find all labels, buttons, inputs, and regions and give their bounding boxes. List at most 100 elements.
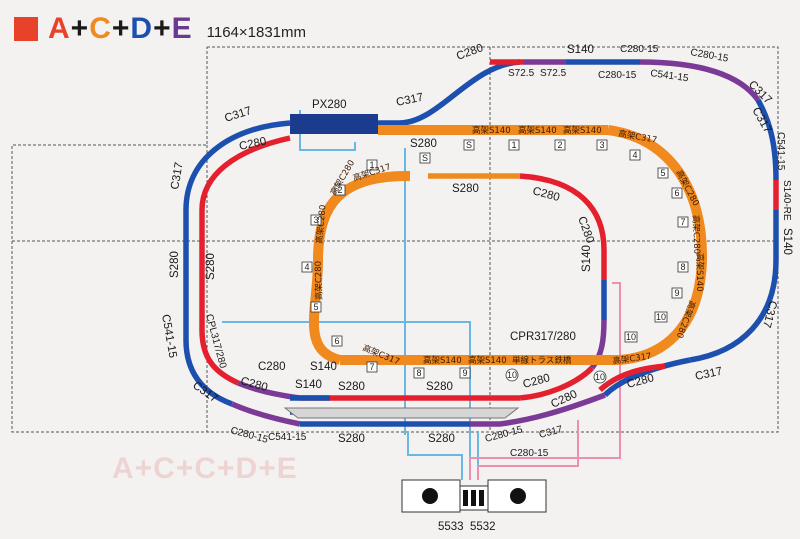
label-c317: C317 xyxy=(538,424,564,441)
label-cpr317: CPR317/280 xyxy=(510,331,576,343)
pier-number: 6 xyxy=(335,336,340,346)
title-letter: E xyxy=(171,12,193,45)
pier-number: 7 xyxy=(681,217,686,227)
pier-number: 4 xyxy=(305,262,310,272)
label-c317: C317 xyxy=(223,105,253,125)
label-s72-5: S72.5 xyxy=(508,68,535,79)
pier-number: 9 xyxy=(675,288,680,298)
label-s280: S280 xyxy=(169,251,181,278)
label-px280: PX280 xyxy=(312,99,347,111)
label-c280: C280 xyxy=(522,372,552,391)
label-c317: C317 xyxy=(190,380,219,406)
pier-number: 1 xyxy=(370,160,375,170)
track-inner-bottom-to-cpr xyxy=(519,366,594,401)
label-c280: C280 xyxy=(531,185,561,204)
title-letter: A xyxy=(48,12,71,45)
board-outline xyxy=(11,46,779,433)
label-elevated-c280: 高架C280 xyxy=(674,299,698,340)
toggle-switch-icon[interactable] xyxy=(471,490,476,506)
elevated-track xyxy=(309,125,708,365)
label-s280: S280 xyxy=(205,253,217,280)
label-s280: S280 xyxy=(428,433,455,445)
label-s140: S140 xyxy=(567,44,594,56)
pier-number: 3 xyxy=(600,140,605,150)
controller-label-left: 5533 xyxy=(438,521,464,533)
controller-left-knob-icon[interactable] xyxy=(422,488,438,504)
px280-crossing xyxy=(290,114,378,134)
pier-markers: 1 1 2 2 3 3 4 4 5 5 6 6 7 7 xyxy=(301,139,689,384)
faded-reverse-title: A+C+C+D+E xyxy=(112,452,298,485)
wire-light-blue-c xyxy=(222,321,471,480)
label-c280-15: C280-15 xyxy=(229,425,269,446)
pier-number: 5 xyxy=(661,168,666,178)
pier-number: 1 xyxy=(512,140,517,150)
label-c541-15: C541-15 xyxy=(159,313,178,359)
label-c280: C280 xyxy=(575,215,596,245)
truss-bridge xyxy=(283,407,520,419)
title-letter: + xyxy=(111,12,131,45)
track-outer-bottom-right xyxy=(603,357,691,398)
label-s140-re: S140-RE xyxy=(781,180,792,221)
title-letter: + xyxy=(70,12,90,45)
wire-light-blue-d xyxy=(407,432,463,480)
pier-number: 8 xyxy=(417,368,422,378)
pier-number: 8 xyxy=(681,262,686,272)
label-c541-15: C541-15 xyxy=(775,132,786,171)
pier-number: 10 xyxy=(626,332,636,342)
label-elevated-s140: 高架S140 xyxy=(518,125,557,136)
power-controllers: 5533 5532 xyxy=(401,479,547,533)
label-elevated-s140: 高架S140 xyxy=(423,355,462,366)
track-right-lower-red xyxy=(598,363,666,393)
label-s140: S140 xyxy=(310,361,337,373)
pier-number: 3 xyxy=(314,215,319,225)
track-segments xyxy=(183,59,779,427)
label-s280: S280 xyxy=(338,433,365,445)
pier-number: 9 xyxy=(463,368,468,378)
title-letter: C xyxy=(89,12,112,45)
label-c541-15: C541-15 xyxy=(268,432,307,443)
track-outer-px-curve xyxy=(378,59,521,126)
label-c280-15: C280-15 xyxy=(620,44,659,55)
toggle-switch-icon[interactable] xyxy=(463,490,468,506)
title-bar: A+C+D+E 1164×1831mm xyxy=(14,12,306,46)
elevated-left-curve xyxy=(309,170,411,365)
track-outer-right-top xyxy=(755,98,779,181)
track-inner-right-red xyxy=(519,173,607,280)
wiring xyxy=(222,110,621,480)
track-outer-top-left xyxy=(183,120,291,258)
title-letter: D xyxy=(130,12,154,45)
label-elevated-s140: 高架S140 xyxy=(563,125,602,136)
label-c317: C317 xyxy=(395,91,424,108)
label-s280: S280 xyxy=(452,183,479,195)
elevated-right-curve xyxy=(607,125,708,365)
track-left-c541 xyxy=(230,401,301,427)
track-bottom-right-c280 xyxy=(470,392,606,427)
label-elevated-s140: 高架S140 xyxy=(472,125,511,136)
label-elevated-c280: 高架C280 xyxy=(314,204,328,244)
pier-number: 5 xyxy=(314,302,319,312)
pier-number: 6 xyxy=(675,188,680,198)
sensor-mark: S xyxy=(422,153,428,163)
pier-number: 2 xyxy=(338,185,343,195)
label-s280: S280 xyxy=(410,138,437,150)
pier-number: 10 xyxy=(595,372,605,382)
title-letter: + xyxy=(153,12,172,45)
label-c317: C317 xyxy=(169,161,186,190)
label-s140: S140 xyxy=(295,379,322,391)
controller-label-right: 5532 xyxy=(470,521,496,533)
label-s280: S280 xyxy=(426,381,453,393)
label-c280: C280 xyxy=(258,361,286,373)
pier-number: 4 xyxy=(633,150,638,160)
track-outer-left-lower xyxy=(183,258,233,407)
wire-pink-a xyxy=(469,282,621,480)
plan-title: A+C+D+E xyxy=(48,12,193,46)
track-inner-left-down xyxy=(199,258,240,386)
toggle-switch-icon[interactable] xyxy=(479,490,484,506)
label-c280-15: C280-15 xyxy=(598,70,637,81)
label-elevated-c317: 高架C317 xyxy=(612,351,652,367)
pier-number: 7 xyxy=(370,362,375,372)
controller-right-knob-icon[interactable] xyxy=(510,488,526,504)
track-inner-left-top xyxy=(199,135,291,258)
